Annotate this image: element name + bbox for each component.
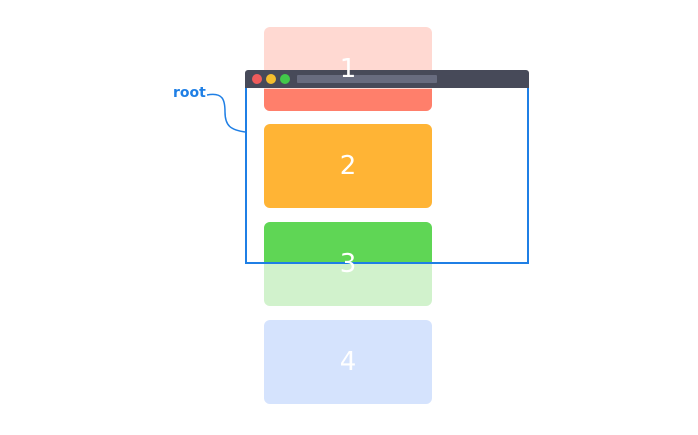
box-2-label: 2: [339, 151, 357, 181]
box-3-visible-part: [264, 222, 432, 262]
box-3-label: 3: [339, 249, 357, 279]
root-viewport: [245, 88, 529, 264]
box-4: 4: [264, 320, 432, 404]
close-dot-icon: [252, 74, 262, 84]
root-leader-line: [206, 93, 246, 133]
address-bar: [297, 75, 437, 83]
root-label: root: [173, 85, 206, 101]
browser-titlebar: [245, 70, 529, 88]
box-1-label: 1: [339, 54, 357, 84]
box-4-label: 4: [339, 347, 357, 377]
browser-window: [245, 70, 529, 266]
box-1-visible-part: [264, 89, 432, 111]
box-1: 1: [264, 27, 432, 111]
box-3: 3: [264, 222, 432, 306]
maximize-dot-icon: [280, 74, 290, 84]
box-2: 2: [264, 124, 432, 208]
minimize-dot-icon: [266, 74, 276, 84]
